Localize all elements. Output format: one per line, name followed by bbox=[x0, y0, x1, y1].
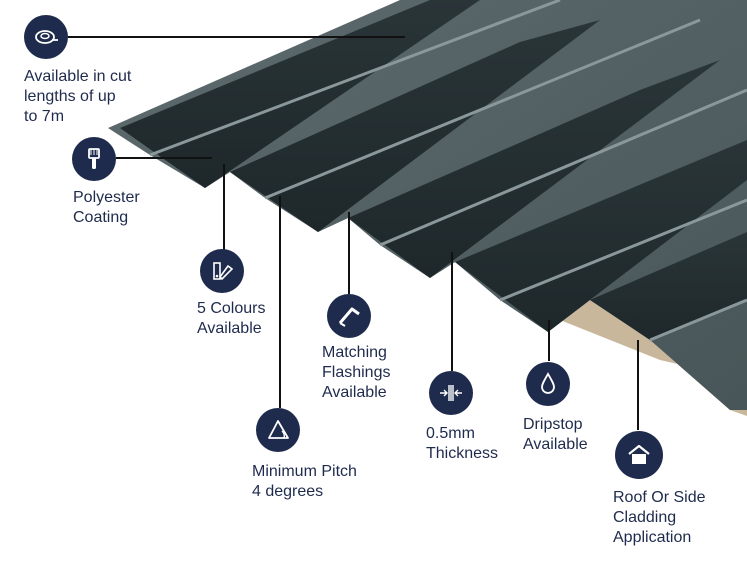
sheet-valley bbox=[120, 0, 480, 188]
feature-label-coating: Polyester Coating bbox=[73, 189, 140, 226]
sheet-crest bbox=[264, 18, 701, 200]
pitch-angle-icon bbox=[256, 408, 300, 452]
sheet-valley bbox=[455, 140, 747, 332]
tape-measure-icon bbox=[24, 15, 68, 59]
sheet-crest bbox=[649, 298, 747, 342]
feature-label-thickness: 0.5mm Thickness bbox=[426, 425, 499, 462]
paint-brush-icon bbox=[72, 137, 116, 181]
sheet-crest bbox=[499, 198, 747, 302]
colour-swatch-icon bbox=[200, 249, 244, 293]
thickness-icon bbox=[429, 371, 473, 415]
feature-label-pitch: Minimum Pitch 4 degrees bbox=[252, 463, 357, 500]
water-drop-icon bbox=[526, 362, 570, 406]
sheet-valley bbox=[590, 232, 747, 340]
feature-label-flashings: Matching Flashings Available bbox=[322, 344, 391, 401]
sheet-crest bbox=[379, 88, 747, 247]
sheet-crest bbox=[149, 0, 561, 157]
sheet-valley bbox=[348, 60, 720, 278]
feature-label-colours: 5 Colours Available bbox=[197, 300, 266, 337]
feature-label-application: Roof Or Side Cladding Application bbox=[613, 489, 706, 546]
sheet-valley bbox=[230, 20, 600, 232]
feature-label-cut-lengths: Available in cut lengths of up to 7m bbox=[24, 68, 132, 125]
flashing-icon bbox=[327, 294, 371, 338]
house-icon bbox=[615, 431, 663, 479]
feature-label-dripstop: Dripstop Available bbox=[523, 416, 588, 453]
